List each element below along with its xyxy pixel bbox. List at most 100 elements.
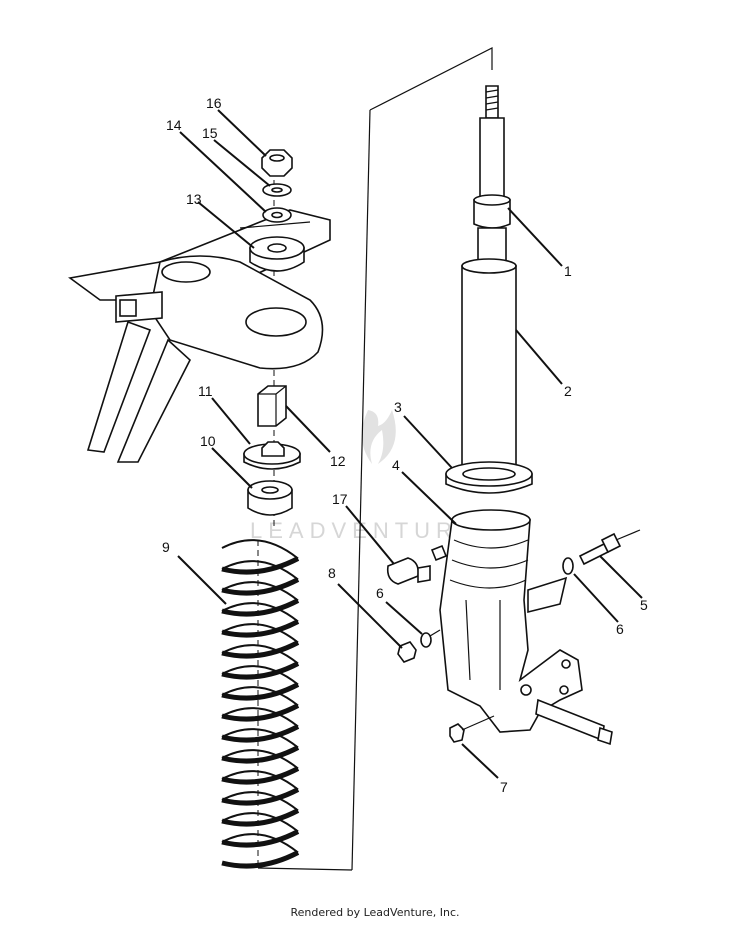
callout-9: 9	[162, 539, 170, 555]
spring-coil-front	[221, 640, 300, 659]
callout-16: 16	[206, 95, 222, 111]
leader-14	[179, 131, 267, 213]
bracket-top-hole	[161, 261, 211, 283]
arm-hole-1	[561, 659, 571, 669]
callout-6-left: 6	[376, 585, 384, 601]
part-5-bolt-head	[600, 532, 622, 554]
lower-hardware	[243, 385, 301, 516]
spring-coil-front	[221, 829, 300, 848]
spacer-12-edges	[258, 385, 287, 426]
callout-8: 8	[328, 565, 336, 581]
callout-7: 7	[500, 779, 508, 795]
callout-4: 4	[392, 457, 400, 473]
leader-15	[213, 139, 271, 187]
footer-credit: Rendered by LeadVenture, Inc.	[290, 906, 460, 919]
right-hardware	[562, 529, 641, 575]
spring-coil-front	[221, 598, 300, 617]
housing-ribs	[449, 539, 529, 589]
square-tube-end	[119, 299, 137, 317]
watermark-text: LEADVENTURE	[250, 518, 479, 543]
spring-coil-front	[221, 850, 300, 869]
callout-6-right: 6	[616, 621, 624, 637]
frame-arm	[68, 209, 331, 463]
callout-labels: 1 2 3 4 5 6 6 7 8 9 10 11 12 13 14 15 16	[162, 95, 648, 795]
spring-coil-back	[221, 644, 299, 665]
nut-16-hole	[269, 154, 285, 162]
callout-11: 11	[198, 383, 213, 399]
left-hardware	[386, 544, 495, 743]
spring-coil-front	[221, 724, 300, 743]
watermark: LEADVENTURE	[250, 410, 479, 543]
reference-line-bottom	[257, 867, 353, 871]
spring-coil-back	[221, 749, 299, 770]
leader-6-left	[385, 601, 423, 635]
callout-2: 2	[564, 383, 572, 399]
stud-threads	[485, 89, 499, 111]
part-3-spring-cup	[445, 461, 533, 494]
spring-coil-back	[221, 770, 299, 791]
callout-3: 3	[394, 399, 402, 415]
collar-top	[473, 194, 511, 206]
spring-coil-back	[221, 623, 299, 644]
spring-coil-back	[221, 581, 299, 602]
spring-coil-front	[221, 619, 300, 638]
spring-coil-back	[221, 812, 299, 833]
part-2-shock-body	[461, 265, 517, 477]
leader-6-right	[573, 573, 619, 623]
housing-body	[439, 519, 583, 733]
callout-1: 1	[564, 263, 572, 279]
frame-leg-right	[116, 338, 191, 463]
fitting-7-axis	[461, 715, 495, 731]
spring-coil-front	[221, 745, 300, 764]
leader-4	[401, 471, 457, 525]
callout-5: 5	[640, 597, 648, 613]
washer-14-hole	[271, 211, 283, 219]
top-hardware	[249, 149, 305, 272]
callout-10: 10	[200, 433, 216, 449]
spring-coil-back	[221, 791, 299, 812]
part-1-shaft	[479, 117, 505, 201]
washer-11-nut	[261, 441, 285, 457]
part-9-coil-spring	[221, 539, 300, 869]
part-8-nut	[397, 641, 417, 663]
leader-8	[337, 583, 403, 649]
spring-coil-back	[221, 560, 299, 581]
callout-14: 14	[166, 117, 182, 133]
lockwasher-hole	[271, 187, 283, 193]
spring-coil-front	[221, 661, 300, 680]
callout-12: 12	[330, 453, 346, 469]
cup-3-hole	[462, 467, 516, 481]
leader-9	[177, 555, 227, 605]
spring-coil-back	[221, 707, 299, 728]
spring-coil-back	[221, 686, 299, 707]
callout-15: 15	[202, 125, 218, 141]
housing-tab	[527, 576, 568, 614]
watermark-flame-icon	[361, 410, 396, 464]
part-6-washer-right	[562, 557, 574, 575]
bolt-5-axis	[615, 529, 641, 541]
leader-10	[211, 447, 253, 489]
spring-coil-back	[221, 728, 299, 749]
reference-line-left	[351, 109, 371, 871]
leader-11	[211, 397, 251, 445]
spindle-axle	[535, 698, 605, 742]
leader-17	[345, 505, 395, 565]
leader-16	[217, 109, 267, 157]
part-12-spacer	[257, 385, 287, 427]
housing-top	[451, 509, 531, 531]
frame-leg-left	[86, 320, 152, 453]
part-6-washer-left	[420, 632, 432, 648]
frame-bracket	[149, 255, 324, 370]
spring-coil-back	[221, 665, 299, 686]
clamp-17-tab	[417, 565, 431, 583]
spring-coil-front	[221, 787, 300, 806]
leader-5	[599, 555, 643, 599]
part-7-grease-fitting	[449, 723, 465, 743]
leader-2	[515, 329, 563, 385]
leader-12	[285, 405, 331, 453]
spring-coil-front	[221, 703, 300, 722]
spring-coil-front	[221, 577, 300, 596]
shock-body-top	[461, 258, 517, 274]
